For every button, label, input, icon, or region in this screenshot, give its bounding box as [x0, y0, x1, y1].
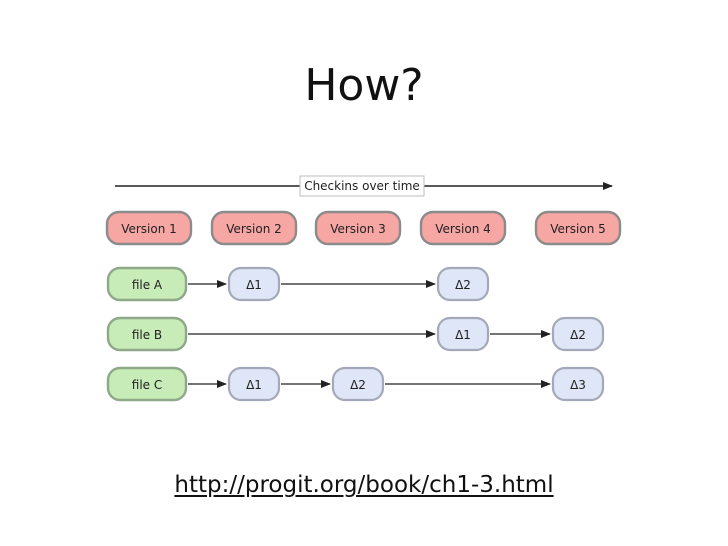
timeline-label: Checkins over time [304, 179, 420, 193]
version-box-shape [314, 210, 402, 246]
version-box-3: Version 3 [314, 210, 402, 246]
slide-title: How? [304, 60, 424, 111]
version-label: Version 4 [435, 222, 491, 236]
file-label: file B [132, 328, 162, 342]
version-box-2: Version 2 [210, 210, 298, 246]
version-box-1: Version 1 [105, 210, 193, 246]
source-link[interactable]: http://progit.org/book/ch1-3.html [174, 472, 554, 498]
file-label: file C [132, 378, 162, 392]
file-box [106, 316, 188, 352]
delta-label: Δ3 [570, 378, 586, 392]
delta-box [227, 266, 281, 302]
version-label: Version 5 [550, 222, 606, 236]
delta-box [331, 366, 385, 402]
delta-box [227, 366, 281, 402]
delta-label: Δ2 [350, 378, 366, 392]
delta-label: Δ1 [246, 378, 262, 392]
file-row-1: file A Δ1 Δ2 [106, 266, 490, 302]
version-label: Version 2 [226, 222, 282, 236]
file-label: file A [132, 278, 163, 292]
version-box-shape [210, 210, 298, 246]
delta-label: Δ2 [570, 328, 586, 342]
timeline-label-box [299, 175, 425, 197]
version-label: Version 3 [330, 222, 386, 236]
delta-label: Δ2 [455, 278, 471, 292]
version-row: Version 1 Version 2 Version 3 Version 4 Vers… [105, 210, 622, 246]
version-label: Version 1 [121, 222, 177, 236]
delta-label: Δ1 [455, 328, 471, 342]
version-box-shape [534, 210, 622, 246]
version-box-shape [419, 210, 507, 246]
delta-box [436, 316, 490, 352]
version-box-5: Version 5 [534, 210, 622, 246]
file-box [106, 366, 188, 402]
file-row-3: file C Δ1 Δ2 Δ3 [106, 366, 605, 402]
file-row-2: file B Δ1 Δ2 [106, 316, 605, 352]
delta-box [436, 266, 490, 302]
file-box [106, 266, 188, 302]
delta-box [551, 316, 605, 352]
version-box-shape [105, 210, 193, 246]
delta-label: Δ1 [246, 278, 262, 292]
timeline: Checkins over time [115, 175, 613, 197]
version-box-4: Version 4 [419, 210, 507, 246]
delta-box [551, 366, 605, 402]
